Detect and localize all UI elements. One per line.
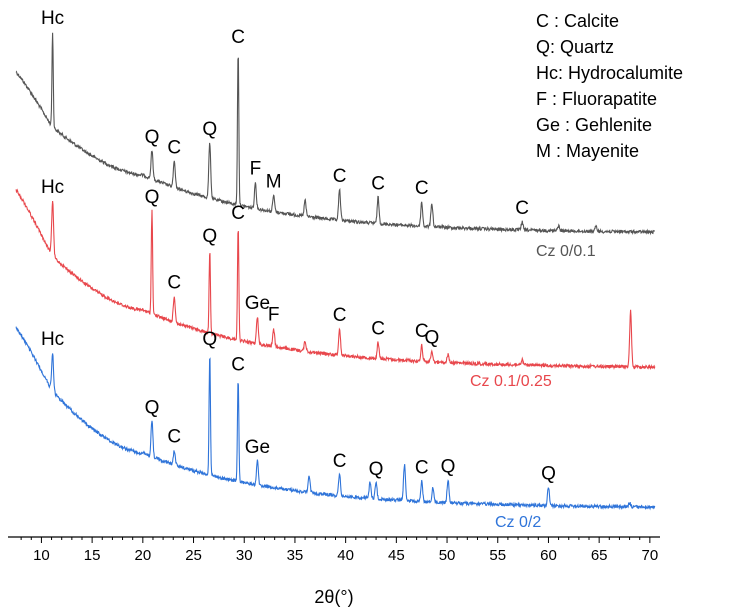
x-tick-label: 40 — [337, 547, 354, 564]
peak-label: C — [231, 27, 245, 48]
series-line-1 — [15, 32, 655, 236]
legend-entry: F : Fluorapatite — [536, 89, 657, 109]
peak-label: C — [333, 166, 347, 187]
peak-label: C — [371, 173, 385, 194]
series-name-label: Cz 0/0.1 — [536, 243, 596, 260]
peak-label: C — [167, 427, 181, 448]
legend-entry: M : Mayenite — [536, 141, 639, 161]
x-tick-label: 10 — [33, 547, 50, 564]
peak-label: C — [515, 198, 529, 219]
peak-label: Q — [541, 464, 556, 485]
peak-label: C — [231, 203, 245, 224]
peak-label: Hc — [41, 329, 64, 350]
x-tick-label: 65 — [591, 547, 608, 564]
peak-label: Hc — [41, 8, 64, 29]
peak-label: Q — [145, 127, 160, 148]
legend-entry: Ge : Gehlenite — [536, 115, 652, 135]
x-tick-label: 30 — [236, 547, 253, 564]
series-name-label: Cz 0/2 — [495, 514, 541, 531]
peak-label: Ge — [245, 437, 270, 458]
x-tick-label: 55 — [489, 547, 506, 564]
peak-label: Q — [441, 457, 456, 478]
legend-entry: C : Calcite — [536, 11, 619, 31]
x-tick-label: 45 — [388, 547, 405, 564]
peak-label: C — [371, 318, 385, 339]
peak-label: Q — [202, 226, 217, 247]
peak-label: Ge — [245, 293, 270, 314]
peak-label: M — [266, 172, 282, 193]
x-tick-label: 60 — [540, 547, 557, 564]
series-layer — [15, 32, 656, 511]
peak-label: C — [333, 451, 347, 472]
x-tick-label: 35 — [287, 547, 304, 564]
series-name-layer: Cz 0/0.1 Cz 0.1/0.25 Cz 0/2 — [470, 243, 596, 531]
peak-label: Q — [145, 187, 160, 208]
x-axis-title: 2θ(°) — [314, 587, 353, 607]
x-axis: 10 15 20 25 30 35 40 45 50 55 60 65 70 — [8, 536, 660, 564]
peak-label: Hc — [41, 177, 64, 198]
peak-label: Q — [202, 119, 217, 140]
x-tick-label: 25 — [185, 547, 202, 564]
legend-entry: Q: Quartz — [536, 37, 614, 57]
peak-label: Q — [145, 398, 160, 419]
peak-label: C — [167, 272, 181, 293]
peak-label: C — [415, 458, 429, 479]
legend-entry: Hc: Hydrocalumite — [536, 63, 683, 83]
x-tick-label: 20 — [134, 547, 151, 564]
peak-label: F — [268, 305, 280, 326]
peak-label: C — [333, 305, 347, 326]
series-line-2 — [15, 188, 656, 371]
peak-label: C — [415, 321, 429, 342]
x-tick-label: 70 — [642, 547, 659, 564]
series-name-label: Cz 0.1/0.25 — [470, 373, 552, 390]
peak-label: Q — [202, 329, 217, 350]
peak-label: C — [167, 137, 181, 158]
series-line-3 — [15, 326, 656, 511]
peak-label: Q — [369, 459, 384, 480]
x-tick-label: 15 — [84, 547, 101, 564]
peak-label: F — [250, 158, 262, 179]
peak-label: C — [415, 178, 429, 199]
peak-label: Q — [424, 328, 439, 349]
x-tick-label: 50 — [439, 547, 456, 564]
peak-label: C — [231, 354, 245, 375]
